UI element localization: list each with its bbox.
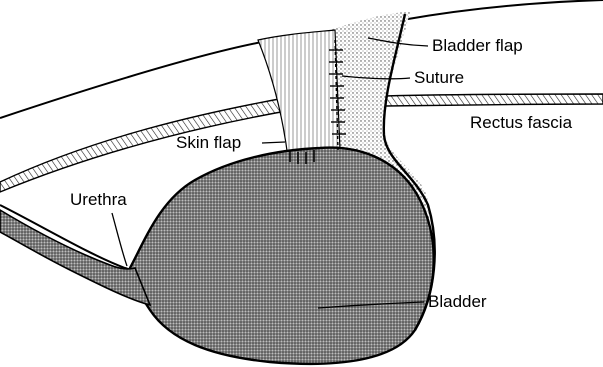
- label-urethra: Urethra: [70, 190, 127, 209]
- label-skin-flap: Skin flap: [176, 133, 241, 152]
- label-suture: Suture: [414, 68, 464, 87]
- label-rectus-fascia: Rectus fascia: [470, 113, 573, 132]
- rectus-fascia-band-right: [385, 94, 603, 106]
- label-bladder-flap: Bladder flap: [432, 36, 523, 55]
- urethra-channel: [0, 210, 150, 305]
- label-bladder: Bladder: [428, 292, 487, 311]
- bladder-body: [130, 148, 434, 364]
- skin-flap: [258, 30, 340, 159]
- leader-urethra: [112, 213, 127, 266]
- leader-skin-flap: [262, 142, 285, 143]
